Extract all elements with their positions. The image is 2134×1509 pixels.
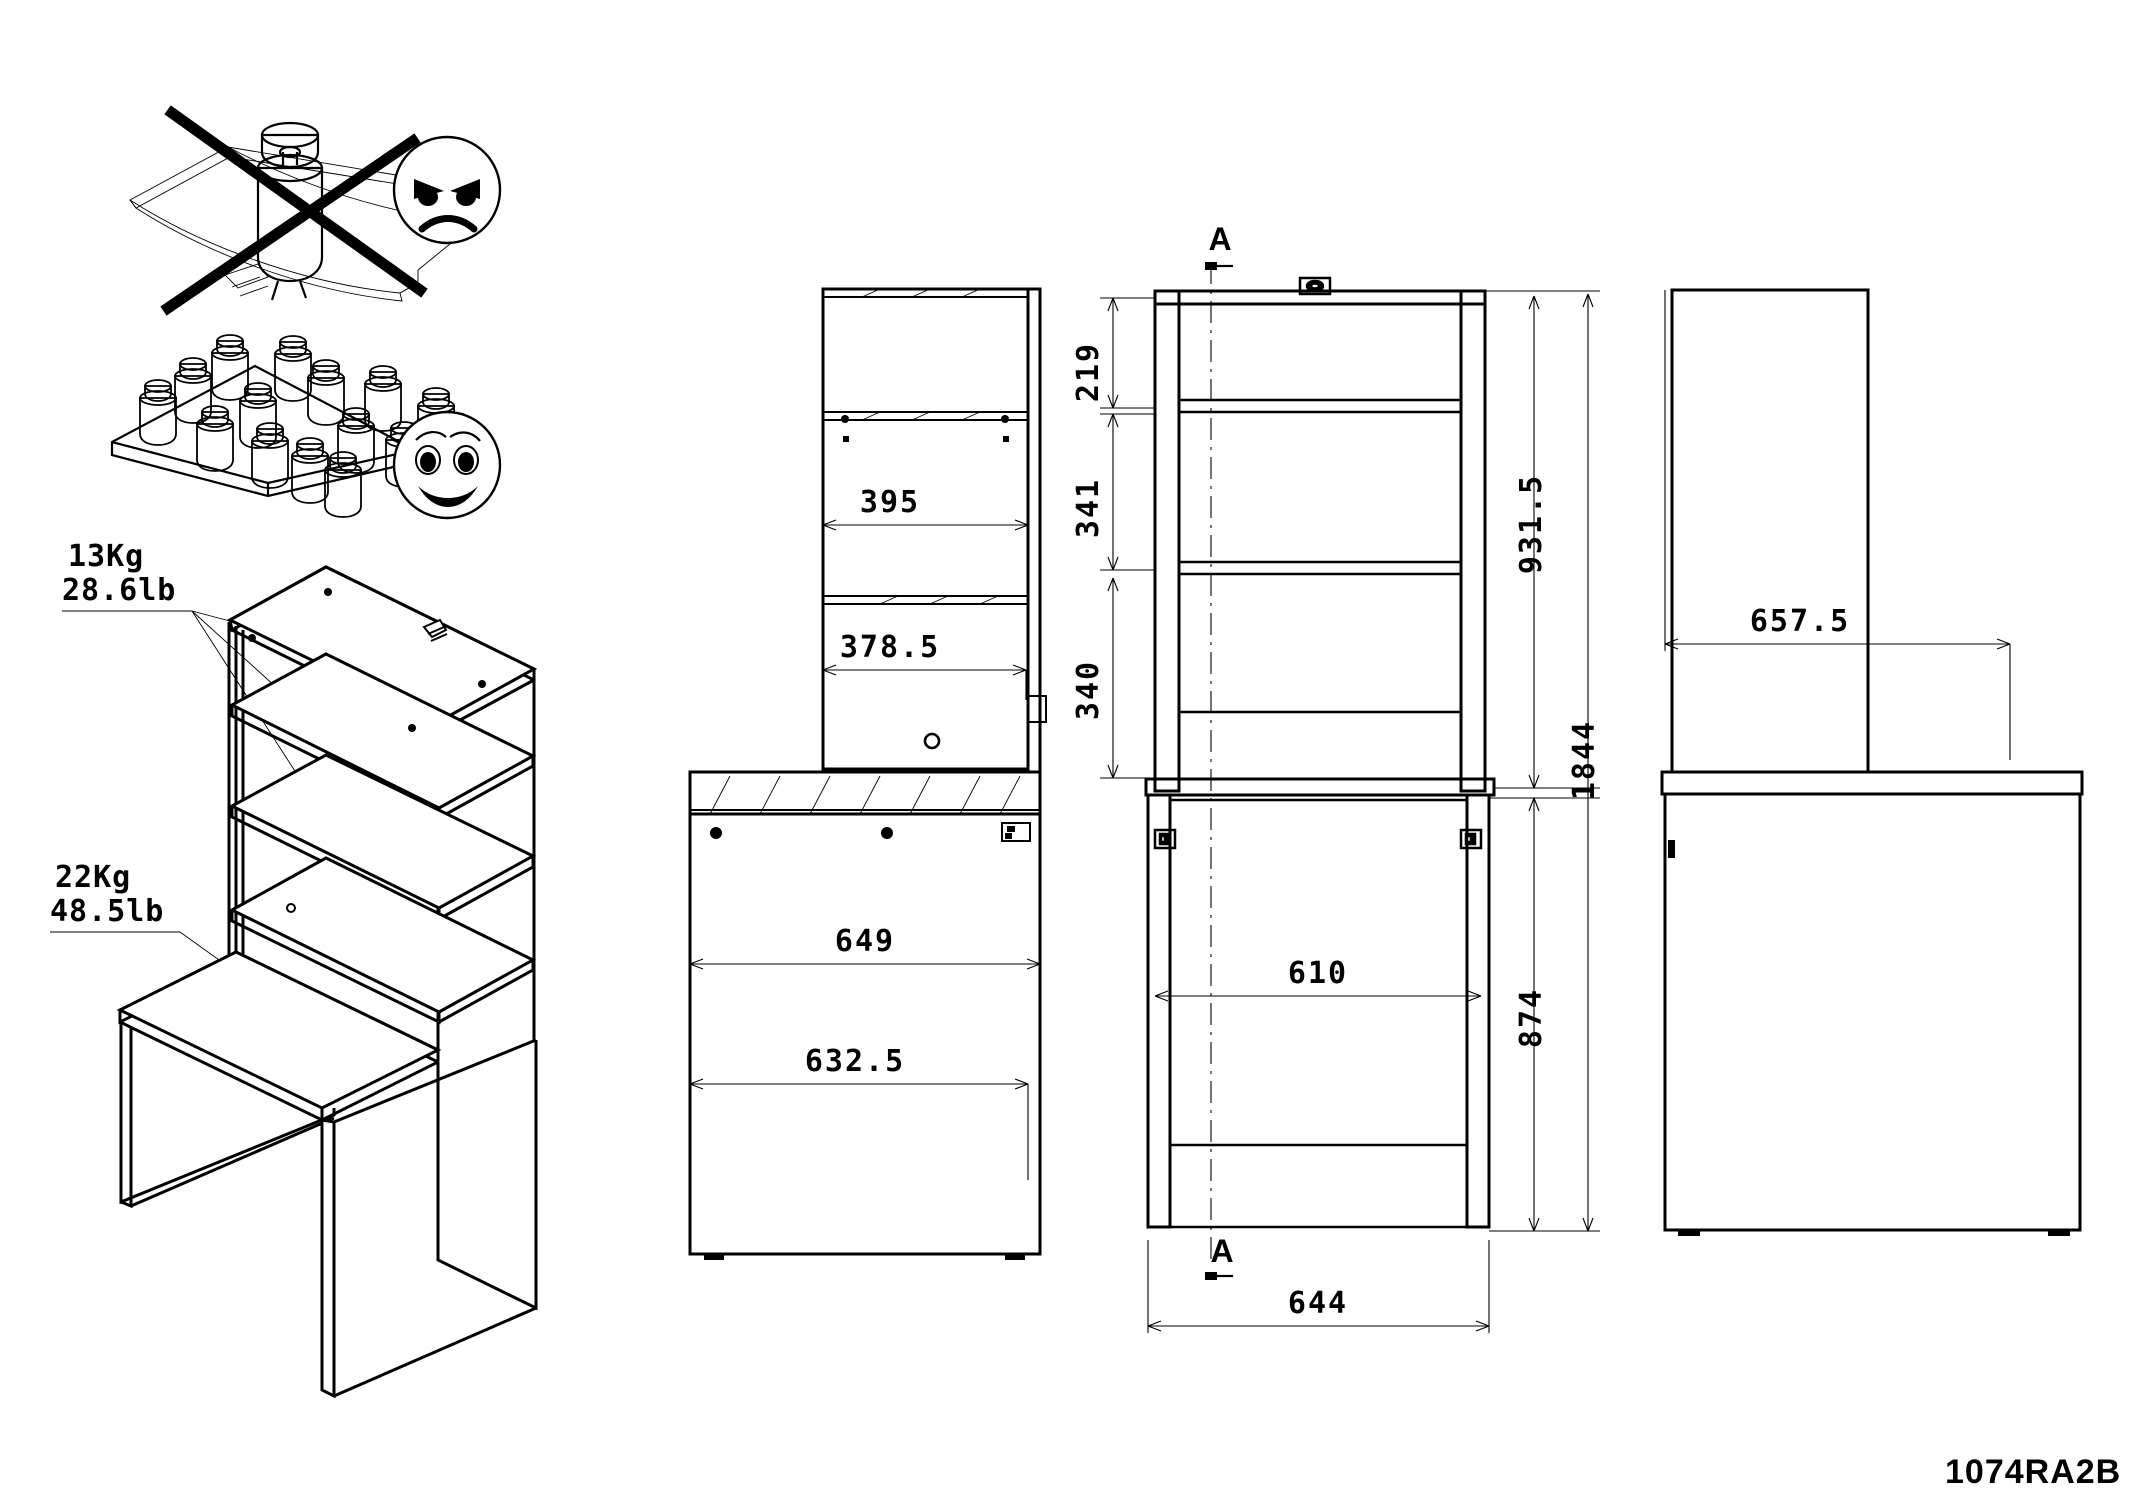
shelf-load-lb: 28.6lb bbox=[62, 573, 176, 608]
svg-text:874: 874 bbox=[1514, 988, 1549, 1048]
section-marker-top: A bbox=[1208, 221, 1231, 257]
shelf-load-kg: 13Kg bbox=[68, 539, 144, 574]
dimension-219: 219 bbox=[1071, 297, 1155, 409]
svg-text:395: 395 bbox=[860, 485, 920, 520]
svg-text:657.5: 657.5 bbox=[1750, 604, 1850, 639]
dimension-649: 649 bbox=[689, 924, 1041, 970]
dimension-378-5: 378.5 bbox=[822, 630, 1027, 700]
svg-text:610: 610 bbox=[1288, 956, 1348, 991]
dimension-632-5: 632.5 bbox=[689, 1044, 1029, 1180]
svg-text:632.5: 632.5 bbox=[805, 1044, 905, 1079]
desk-load-lb: 48.5lb bbox=[50, 894, 164, 929]
good-load-illustration bbox=[110, 334, 502, 520]
side-elevation-view: 395 378.5 649 632.5 bbox=[688, 287, 1047, 1260]
svg-text:1844: 1844 bbox=[1567, 720, 1602, 800]
model-number: 1074RA2B bbox=[1945, 1453, 2121, 1491]
warning-bad-load-illustration bbox=[129, 105, 502, 316]
rear-elevation-view: 657.5 bbox=[1660, 288, 2084, 1236]
dimension-931-5: 931.5 bbox=[1485, 290, 1600, 789]
front-elevation-view: A A bbox=[1071, 221, 1602, 1333]
dimension-341: 341 bbox=[1071, 413, 1155, 571]
dimension-644: 644 bbox=[1147, 1240, 1490, 1333]
dimension-610: 610 bbox=[1154, 956, 1482, 1002]
dimension-395: 395 bbox=[822, 485, 1029, 531]
svg-text:931.5: 931.5 bbox=[1514, 474, 1549, 574]
svg-text:649: 649 bbox=[835, 924, 895, 959]
dimension-1844: 1844 bbox=[1489, 293, 1602, 1232]
svg-text:340: 340 bbox=[1071, 660, 1106, 720]
svg-text:341: 341 bbox=[1071, 478, 1106, 538]
section-marker-bottom: A bbox=[1210, 1233, 1233, 1269]
isometric-assembly-view bbox=[116, 565, 538, 1399]
dimension-874: 874 bbox=[1489, 797, 1600, 1232]
angry-face-icon bbox=[392, 135, 502, 245]
svg-text:219: 219 bbox=[1071, 342, 1106, 402]
svg-text:644: 644 bbox=[1288, 1286, 1348, 1321]
dimension-657-5: 657.5 bbox=[1664, 290, 2011, 760]
desk-load-kg: 22Kg bbox=[55, 860, 131, 895]
svg-text:378.5: 378.5 bbox=[840, 630, 940, 665]
dimension-340: 340 bbox=[1071, 577, 1155, 779]
happy-face-icon bbox=[392, 410, 502, 520]
